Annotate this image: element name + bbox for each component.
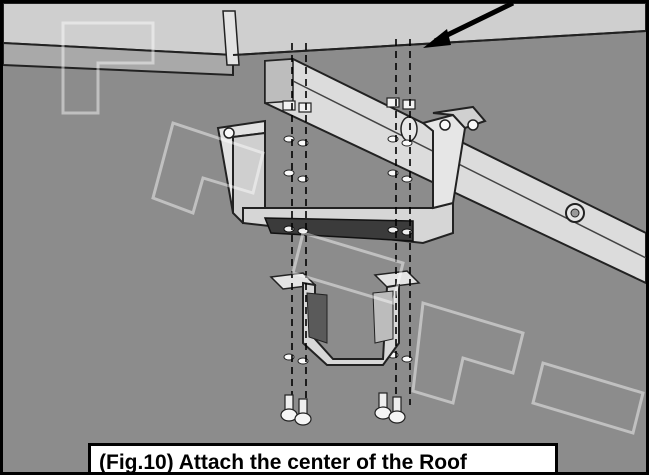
pointer-arrow-icon	[423, 3, 515, 48]
bolt-icon	[294, 398, 312, 426]
upper-bracket	[216, 105, 487, 245]
lower-bracket	[269, 270, 421, 366]
figure-caption: (Fig.10) Attach the center of the Roof	[88, 443, 558, 472]
assembly-illustration	[3, 3, 646, 472]
bolt-icon	[388, 396, 406, 424]
bolts	[280, 392, 406, 426]
nuts	[282, 97, 418, 142]
bolt-icon	[374, 392, 392, 420]
gasket-pad	[263, 217, 414, 242]
alignment-lines	[291, 39, 411, 407]
preliminary-watermark-icon	[61, 21, 645, 435]
